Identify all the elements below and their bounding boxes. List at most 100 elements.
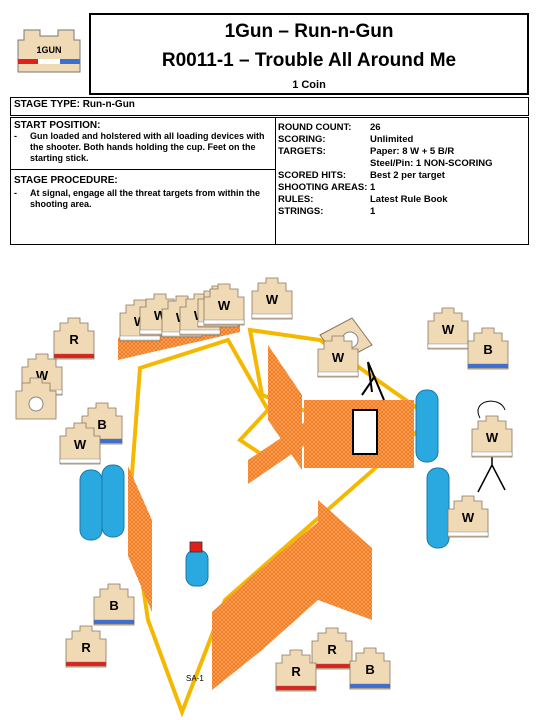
white-target: W <box>317 335 359 378</box>
white-target: W <box>251 277 293 320</box>
targets-value-steel: Steel/Pin: 1 NON-SCORING <box>370 158 493 169</box>
target-letter: B <box>109 598 118 613</box>
blue-band <box>349 683 391 689</box>
red-band <box>65 661 107 667</box>
target-scoring-ring <box>28 396 44 412</box>
red-band <box>311 663 353 669</box>
white-band <box>119 335 161 341</box>
scoring-label: SCORING: <box>278 134 326 145</box>
red-target: R <box>53 317 95 360</box>
shooting-areas-value: 1 <box>370 182 376 193</box>
white-target: W <box>203 283 245 326</box>
targets-row: TARGETS: Paper: 8 W + 5 B/R <box>278 146 528 158</box>
strings-value: 1 <box>370 206 376 217</box>
targets-row-2: Steel/Pin: 1 NON-SCORING <box>278 158 528 170</box>
white-target: W <box>427 307 469 350</box>
target-letter: R <box>69 332 79 347</box>
stage-label: SA-1 <box>186 674 204 683</box>
wall-bottom-1 <box>212 568 262 690</box>
red-target: R <box>275 649 317 692</box>
target-letter: W <box>332 350 345 365</box>
cup-barrel-icon <box>185 541 209 587</box>
scored-hits-value: Best 2 per target <box>370 170 445 181</box>
blue-band <box>93 619 135 625</box>
rules-label: RULES: <box>278 194 314 205</box>
target-letter: R <box>327 642 337 657</box>
stage-procedure-title: STAGE PROCEDURE: <box>14 175 118 186</box>
window <box>352 409 378 455</box>
shooting-area-boundary <box>127 327 433 718</box>
scored-hits-label: SCORED HITS: <box>278 170 347 181</box>
target-letter: R <box>81 640 91 655</box>
round-count-label: ROUND COUNT: <box>278 122 352 133</box>
shooting-areas-label: SHOOTING AREAS: <box>278 182 368 193</box>
targets-label: TARGETS: <box>278 146 326 157</box>
start-position-section: START POSITION: -Gun loaded and holstere… <box>11 118 275 170</box>
red-band <box>275 685 317 691</box>
target-letter: W <box>74 437 87 452</box>
white-target: W <box>59 422 101 465</box>
stage-type: STAGE TYPE: Run-n-Gun <box>10 97 529 116</box>
target-letter: W <box>266 292 279 307</box>
target-letter: W <box>486 430 499 445</box>
white-band <box>317 371 359 377</box>
target-letter: B <box>365 662 374 677</box>
stage-info: START POSITION: -Gun loaded and holstere… <box>10 117 529 245</box>
targets-value: Paper: 8 W + 5 B/R <box>370 146 455 157</box>
blue-target: B <box>467 327 509 370</box>
logo-text: 1GUN <box>36 45 61 55</box>
white-target: W <box>447 495 489 538</box>
round-count-row: ROUND COUNT: 26 <box>278 122 528 134</box>
red-target: R <box>311 627 353 670</box>
wall-center-diag <box>248 422 305 484</box>
stage-diagram: WWWWWWWRWBWWWBWWBRRRB SA-1 <box>15 277 513 718</box>
stage-name: R0011-1 – Trouble All Around Me <box>161 50 457 71</box>
white-band <box>471 451 513 457</box>
red-band <box>53 353 95 359</box>
scoring-row: SCORING: Unlimited <box>278 134 528 146</box>
white-band <box>203 319 245 325</box>
no-shoot-target <box>15 377 57 420</box>
barrel-right <box>415 389 450 549</box>
white-band <box>427 343 469 349</box>
blue-target: B <box>349 647 391 690</box>
target-letter: B <box>483 342 492 357</box>
strings-label: STRINGS: <box>278 206 324 217</box>
shooting-areas-row: SHOOTING AREAS: 1 <box>278 182 528 194</box>
blue-band <box>467 363 509 369</box>
stage-procedure-bullet: -At signal, engage all the threat target… <box>11 188 275 210</box>
strings-row: STRINGS: 1 <box>278 206 528 218</box>
scoring-value: Unlimited <box>370 134 414 145</box>
white-target: W <box>471 415 513 458</box>
wall-bottom-3 <box>318 500 372 620</box>
stage-procedure-section: STAGE PROCEDURE: -At signal, engage all … <box>11 170 275 210</box>
stage-instructions: START POSITION: -Gun loaded and holstere… <box>11 118 276 244</box>
1gun-logo: 1GUN <box>17 29 81 73</box>
start-position-title: START POSITION: <box>14 120 101 131</box>
wall-bottom-2 <box>262 522 318 650</box>
start-position-bullet: -Gun loaded and holstered with all loadi… <box>11 131 275 164</box>
white-band <box>251 313 293 319</box>
stage-details: ROUND COUNT: 26 SCORING: Unlimited TARGETS… <box>278 122 528 218</box>
barrel-left <box>79 464 125 541</box>
red-target: R <box>65 625 107 668</box>
page-title: 1Gun – Run-n-Gun <box>224 21 394 42</box>
rules-row: RULES: Latest Rule Book <box>278 194 528 206</box>
white-band <box>59 458 101 464</box>
target-letter: W <box>462 510 475 525</box>
round-count-value: 26 <box>370 122 381 133</box>
blue-target: B <box>93 583 135 626</box>
start-position-text: Gun loaded and holstered with all loadin… <box>30 131 265 163</box>
rules-value: Latest Rule Book <box>370 194 448 205</box>
target-letter: W <box>442 322 455 337</box>
coin-count: 1 Coin <box>292 79 326 91</box>
scored-hits-row: SCORED HITS: Best 2 per target <box>278 170 528 182</box>
white-band <box>447 531 489 537</box>
target-letter: R <box>291 664 301 679</box>
title-block: 1Gun – Run-n-Gun R0011-1 – Trouble All A… <box>89 13 529 95</box>
stage-procedure-text: At signal, engage all the threat targets… <box>30 188 261 209</box>
target-letter: B <box>97 417 106 432</box>
white-band <box>179 329 221 335</box>
wall-left <box>128 466 152 612</box>
target-letter: W <box>218 298 231 313</box>
